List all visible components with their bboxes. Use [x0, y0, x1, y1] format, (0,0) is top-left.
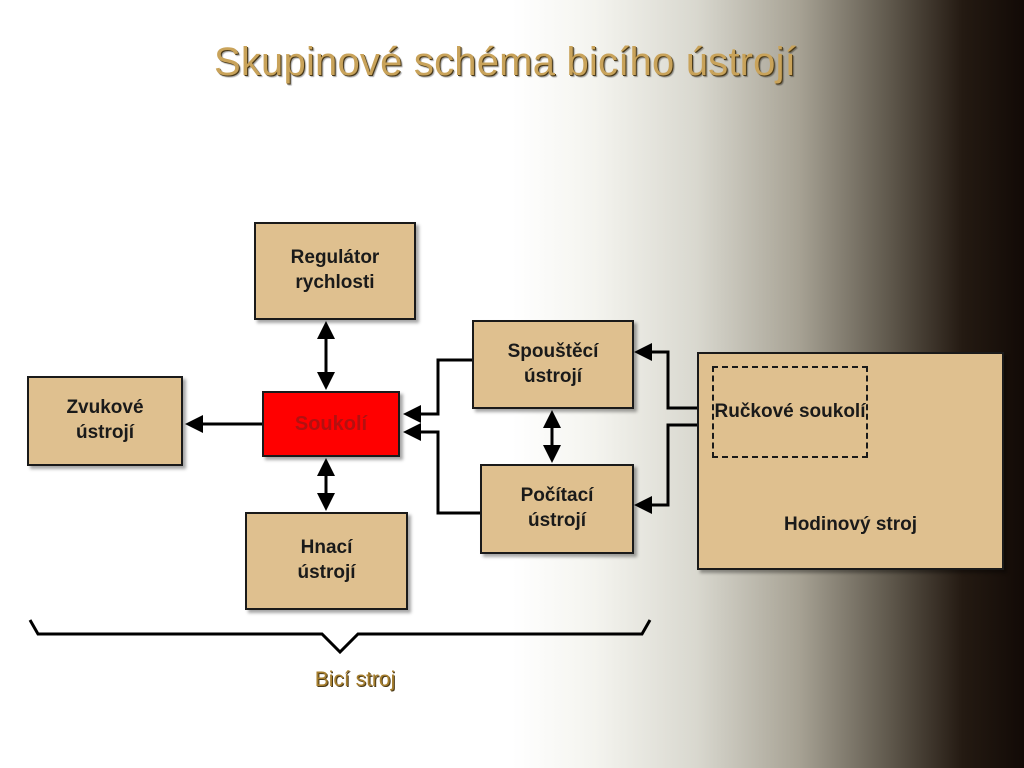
- soukoli-block: Soukolí: [262, 391, 400, 457]
- arrow-ruckove-spousteci: [634, 343, 712, 410]
- spousteci-ustroji-block: Spouštěcí ústrojí: [472, 320, 634, 409]
- zvukove-label-line2: ústrojí: [75, 422, 135, 443]
- zvukove-label-line1: Zvukové: [66, 397, 144, 419]
- bici-stroj-label: Bicí stroj: [314, 668, 396, 691]
- hodinovy-stroj-label: Hodinový stroj: [783, 514, 917, 536]
- spousteci-label-line2: ústrojí: [523, 365, 583, 387]
- pocitaci-label-line1: Počítací: [520, 485, 594, 507]
- regulator-label-line1: Regulátor: [290, 247, 380, 269]
- hnaci-ustroji-block: Hnací ústrojí: [245, 512, 408, 610]
- hnaci-label-line2: ústrojí: [297, 562, 356, 583]
- regulator-label-line2: rychlosti: [295, 272, 375, 293]
- arrow-pocitaci-soukoli: [403, 423, 480, 515]
- ruckove-label-line2: soukolí: [798, 400, 866, 422]
- arrow-ruckove-pocitaci: [634, 423, 712, 514]
- pocitaci-label-line2: ústrojí: [527, 510, 587, 531]
- arrow-spousteci-soukoli: [403, 358, 472, 423]
- soukoli-label: Soukolí: [294, 413, 368, 435]
- bici-stroj-bracket: [28, 619, 652, 655]
- pocitaci-ustroji-block: Počítací ústrojí: [480, 464, 634, 554]
- hodinovy-stroj-block: Hodinový stroj: [697, 352, 1004, 570]
- zvukove-ustroji-block: Zvukové ústrojí: [27, 376, 183, 466]
- page-title: Skupinové schéma bicího ústrojí: [213, 40, 797, 84]
- regulator-rychlosti-block: Regulátor rychlosti: [254, 222, 416, 320]
- spousteci-label-line1: Spouštěcí: [507, 340, 599, 362]
- ruckove-soukoli-block: Ručkové soukolí: [712, 366, 868, 458]
- hnaci-label-line1: Hnací: [300, 537, 353, 559]
- ruckove-label-line1: Ručkové: [714, 400, 794, 422]
